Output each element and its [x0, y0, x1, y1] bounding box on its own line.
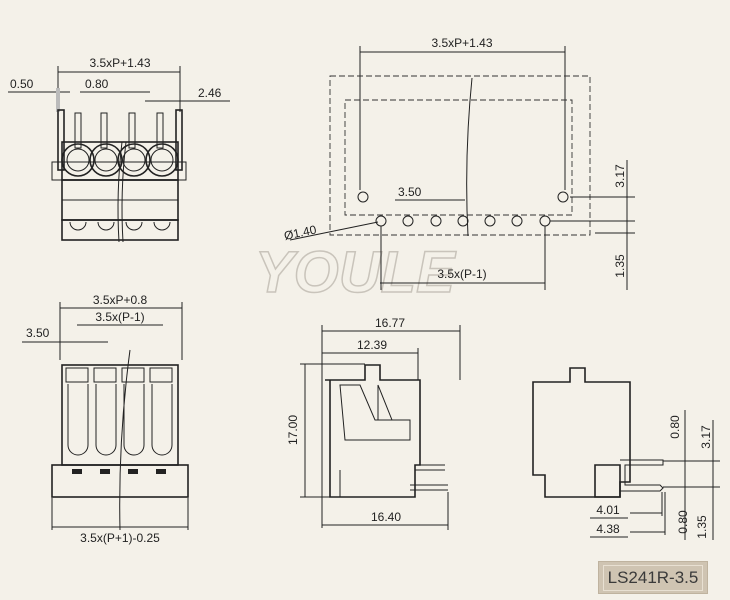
dim-len1: 4.01	[596, 503, 620, 517]
dim-height: 17.00	[286, 415, 300, 445]
dim-pitch: 3.50	[398, 185, 422, 199]
dim-gap: 1.35	[695, 515, 709, 539]
dim-pin-offset: 0.50	[10, 77, 34, 91]
dim-span: 3.5x(P-1)	[95, 310, 144, 324]
front-view-bottom: 3.5xP+0.8 3.5x(P-1) 3.50 3.5x(P+1)-0.25	[22, 293, 189, 545]
dim-hole-diameter: Ø1.40	[283, 222, 318, 243]
model-label-box: LS241R-3.5	[598, 561, 708, 594]
dim-row-offset: 3.17	[613, 164, 627, 188]
dim-offset: 3.17	[699, 425, 713, 449]
dim-len2: 4.38	[596, 522, 620, 536]
front-view-top: 3.5xP+1.43 0.50 0.80 2.46	[8, 56, 230, 243]
dim-pin-width: 0.80	[85, 77, 109, 91]
dim-pin-top: 0.80	[668, 415, 682, 439]
dim-pin-bottom: 0.80	[676, 510, 690, 534]
dim-overall: 3.5x(P+1)-0.25	[80, 531, 160, 545]
dim-row-gap: 1.35	[613, 254, 627, 278]
dim-width: 16.77	[375, 316, 405, 330]
watermark: YOULE	[255, 240, 457, 305]
dim-inner: 12.39	[357, 338, 387, 352]
side-section-view: 16.77 12.39 17.00 16.40	[286, 316, 461, 530]
dim-width: 3.5xP+0.8	[93, 293, 148, 307]
dim-edge: 2.46	[198, 86, 222, 100]
right-side-view: 0.80 3.17 4.01 4.38 0.80 1.35	[532, 367, 720, 540]
dim-pitch: 3.50	[26, 326, 50, 340]
dim-width: 3.5xP+1.43	[431, 36, 492, 50]
dim-span: 3.5x(P-1)	[437, 267, 486, 281]
dim-base: 16.40	[371, 510, 401, 524]
dim-width: 3.5xP+1.43	[89, 56, 150, 70]
pcb-layout-view: 3.5xP+1.43 3.50 Ø1.40 3.5x(P-1) 3.17 1.3…	[283, 36, 635, 290]
model-label: LS241R-3.5	[602, 564, 704, 591]
